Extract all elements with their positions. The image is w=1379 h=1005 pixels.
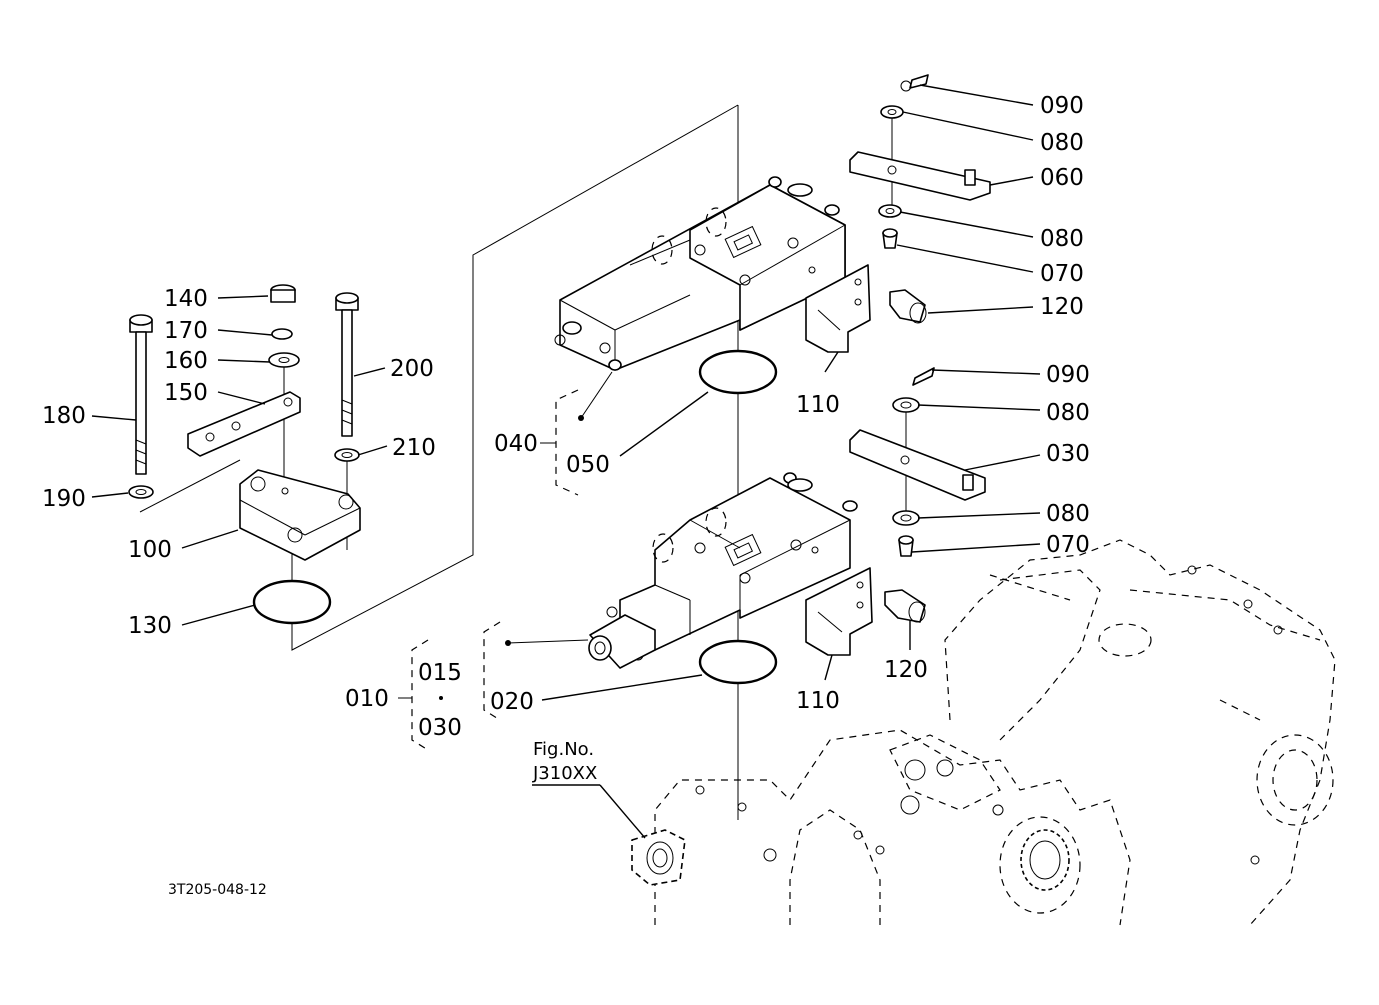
callout-015: 015 bbox=[418, 660, 462, 686]
callout-180: 180 bbox=[42, 403, 86, 429]
callout-080-lower-b: 080 bbox=[1046, 501, 1090, 527]
o-ring-050 bbox=[698, 349, 778, 395]
drawing-code: 3T205-048-12 bbox=[168, 882, 267, 898]
fig-ref-line1: Fig.No. bbox=[533, 739, 594, 760]
callout-060: 060 bbox=[1040, 165, 1084, 191]
cover-plate-group bbox=[128, 284, 361, 625]
callout-170: 170 bbox=[164, 318, 208, 344]
callout-010: 010 bbox=[345, 686, 389, 712]
callout-080-upper-b: 080 bbox=[1040, 226, 1084, 252]
callout-210: 210 bbox=[392, 435, 436, 461]
callout-080-upper-a: 080 bbox=[1040, 130, 1084, 156]
group-010-bracket bbox=[398, 639, 443, 751]
callout-150: 150 bbox=[164, 380, 208, 406]
group-020-bracket bbox=[483, 621, 589, 721]
leader-lines bbox=[91, 84, 1041, 839]
callout-140: 140 bbox=[164, 286, 208, 312]
callout-130: 130 bbox=[128, 613, 172, 639]
fig-ref-line2: J310XX bbox=[532, 763, 597, 784]
callout-050: 050 bbox=[566, 452, 610, 478]
o-ring-020 bbox=[698, 639, 778, 685]
callout-080-lower-a: 080 bbox=[1046, 400, 1090, 426]
callout-120-lower: 120 bbox=[884, 657, 928, 683]
lower-lever-group bbox=[805, 367, 986, 656]
callout-120-upper: 120 bbox=[1040, 294, 1084, 320]
lower-control-valve bbox=[588, 472, 858, 669]
callout-090-lower: 090 bbox=[1046, 362, 1090, 388]
callout-070-upper: 070 bbox=[1040, 261, 1084, 287]
upper-lever-group bbox=[805, 74, 991, 353]
callout-030-left: 030 bbox=[418, 715, 462, 741]
callout-090-upper: 090 bbox=[1040, 93, 1084, 119]
figure-reference: Fig.No. J310XX bbox=[532, 739, 597, 784]
callout-020: 020 bbox=[490, 689, 534, 715]
callout-100: 100 bbox=[128, 537, 172, 563]
callout-labels: 090 080 060 080 070 120 110 090 080 030 … bbox=[42, 93, 1090, 741]
callout-110-upper: 110 bbox=[796, 392, 840, 418]
callout-110-lower: 110 bbox=[796, 688, 840, 714]
callout-070-lower: 070 bbox=[1046, 532, 1090, 558]
transmission-housing bbox=[631, 539, 1336, 926]
assembly-outline bbox=[139, 104, 739, 820]
group-040-bracket bbox=[540, 371, 613, 496]
callout-190: 190 bbox=[42, 486, 86, 512]
upper-control-valve bbox=[554, 176, 846, 371]
callout-160: 160 bbox=[164, 348, 208, 374]
callout-030-right: 030 bbox=[1046, 441, 1090, 467]
callout-040: 040 bbox=[494, 431, 538, 457]
callout-200: 200 bbox=[390, 356, 434, 382]
